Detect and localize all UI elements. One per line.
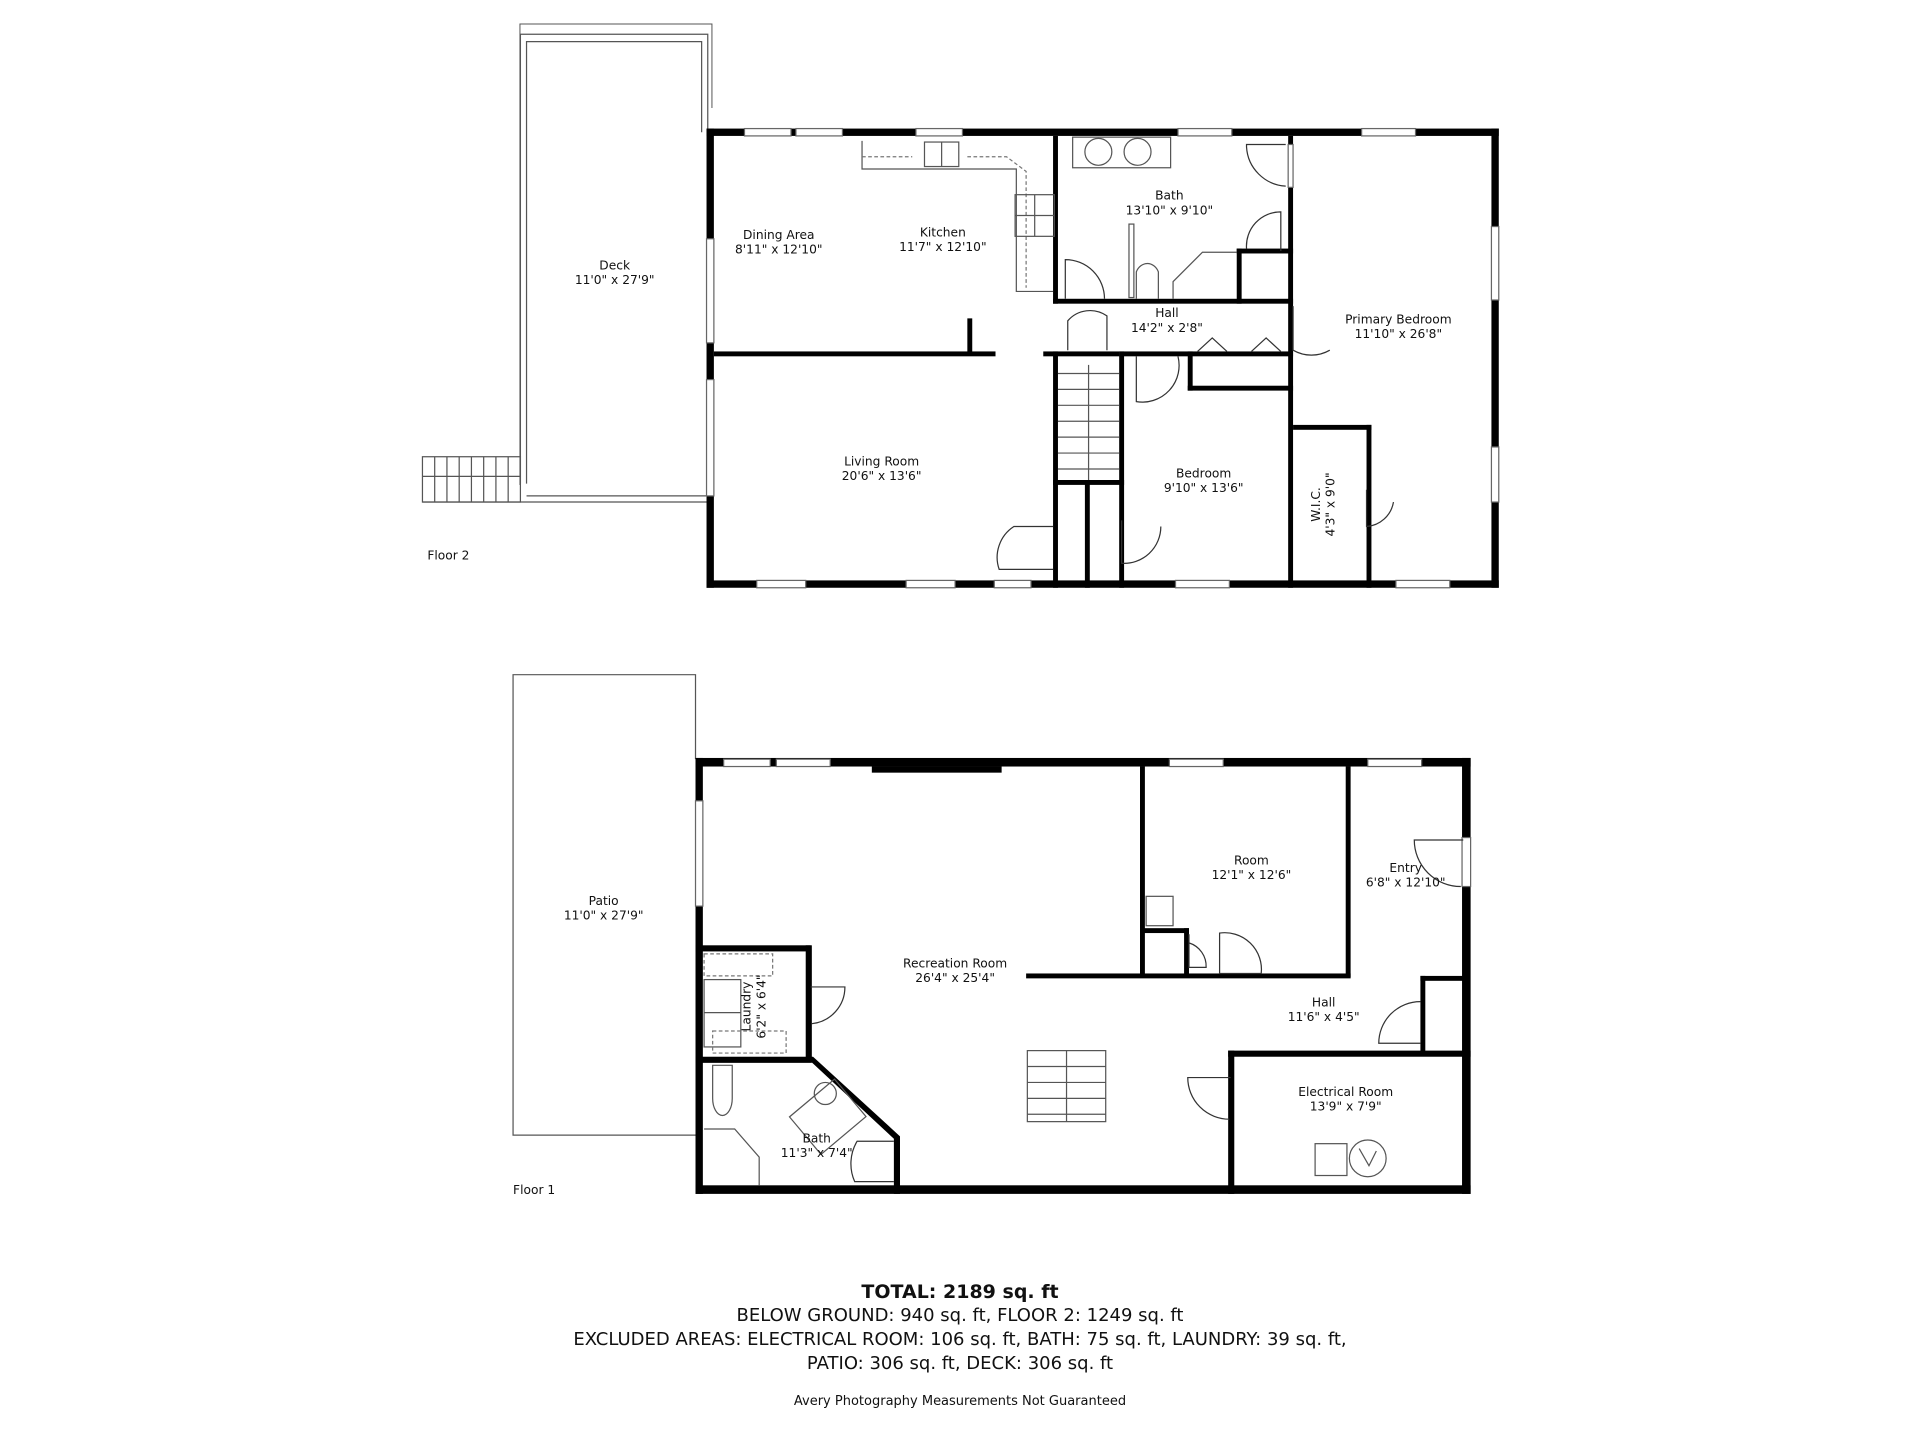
room-name-hall-2: Hall xyxy=(1155,306,1179,320)
floor-2-label: Floor 2 xyxy=(427,549,469,563)
room-name-electrical-room: Electrical Room xyxy=(1298,1085,1393,1099)
bath-fixtures xyxy=(1072,136,1237,299)
room-name-wic: W.I.C. xyxy=(1309,487,1323,522)
floor-2: Deck 11'0" x 27'9" xyxy=(421,23,1500,589)
room-dims-bath-1: 11'3" x 7'4" xyxy=(781,1146,853,1160)
excluded-areas-2: PATIO: 306 sq. ft, DECK: 306 sq. ft xyxy=(806,1353,1114,1374)
excluded-areas-1: EXCLUDED AREAS: ELECTRICAL ROOM: 106 sq.… xyxy=(573,1329,1347,1350)
room-name-dining-area: Dining Area xyxy=(743,228,815,242)
room-name-bedroom: Bedroom xyxy=(1176,467,1231,481)
room-dims-kitchen: 11'7" x 12'10" xyxy=(899,240,987,254)
room-dims-entry: 6'8" x 12'10" xyxy=(1366,876,1446,890)
floor-1-stairs xyxy=(1026,1050,1107,1123)
floor-1-doors xyxy=(810,839,1464,1183)
floor-2-labels: Dining Area 8'11" x 12'10" Kitchen 11'7"… xyxy=(427,189,1451,563)
deck: Deck 11'0" x 27'9" xyxy=(421,23,713,503)
room-name-room: Room xyxy=(1234,853,1269,867)
room-dims-room: 12'1" x 12'6" xyxy=(1212,868,1292,882)
room-dims-hall-2: 14'2" x 2'8" xyxy=(1131,321,1203,335)
room-dims-patio: 11'0" x 27'9" xyxy=(564,909,644,923)
room-dims-laundry: 6'2" x 6'4" xyxy=(754,974,768,1038)
floor-areas: BELOW GROUND: 940 sq. ft, FLOOR 2: 1249 … xyxy=(736,1305,1184,1326)
total-area: TOTAL: 2189 sq. ft xyxy=(861,1281,1059,1303)
floor-2-windows xyxy=(705,127,1500,589)
floor-1-walls xyxy=(695,757,1471,1194)
floor-1-fixtures xyxy=(703,895,1387,1186)
room-dims-deck: 11'0" x 27'9" xyxy=(575,273,655,287)
floor-2-walls xyxy=(706,128,1499,588)
room-dims-wic: 4'3" x 9'0" xyxy=(1324,472,1338,536)
room-name-kitchen: Kitchen xyxy=(920,225,966,239)
area-summary: TOTAL: 2189 sq. ft BELOW GROUND: 940 sq.… xyxy=(0,1280,1920,1409)
room-name-bath-2: Bath xyxy=(1155,189,1183,203)
room-dims-primary-bedroom: 11'10" x 26'8" xyxy=(1355,327,1443,341)
room-name-hall-1: Hall xyxy=(1312,996,1336,1010)
floor-2-doors xyxy=(996,143,1395,570)
floor-1-label: Floor 1 xyxy=(513,1183,555,1197)
room-dims-living-room: 20'6" x 13'6" xyxy=(842,469,922,483)
room-dims-dining-area: 8'11" x 12'10" xyxy=(735,242,822,256)
room-name-laundry: Laundry xyxy=(740,982,754,1032)
room-dims-bedroom: 9'10" x 13'6" xyxy=(1164,481,1244,495)
room-dims-hall-1: 11'6" x 4'5" xyxy=(1288,1010,1360,1024)
room-name-primary-bedroom: Primary Bedroom xyxy=(1345,312,1452,326)
floor-2-stairs xyxy=(1057,364,1120,480)
room-name-entry: Entry xyxy=(1389,861,1422,875)
floor-1-windows xyxy=(694,758,1472,907)
kitchen-counter xyxy=(861,140,1055,293)
room-name-bath-1: Bath xyxy=(803,1131,831,1145)
room-name-patio: Patio xyxy=(589,894,619,908)
room-dims-bath-2: 13'10" x 9'10" xyxy=(1126,203,1214,217)
room-dims-electrical-room: 13'9" x 7'9" xyxy=(1310,1100,1382,1114)
floor-1-labels: Room 12'1" x 12'6" Entry 6'8" x 12'10" R… xyxy=(513,853,1446,1196)
room-name-deck: Deck xyxy=(599,258,631,272)
room-dims-recreation-room: 26'4" x 25'4" xyxy=(915,971,995,985)
credit-disclaimer: Avery Photography Measurements Not Guara… xyxy=(793,1394,1127,1409)
room-name-living-room: Living Room xyxy=(844,454,919,468)
floor-1: Patio 11'0" x 27'9" xyxy=(512,674,1472,1197)
patio: Patio 11'0" x 27'9" xyxy=(512,674,698,1136)
room-name-recreation-room: Recreation Room xyxy=(903,956,1007,970)
